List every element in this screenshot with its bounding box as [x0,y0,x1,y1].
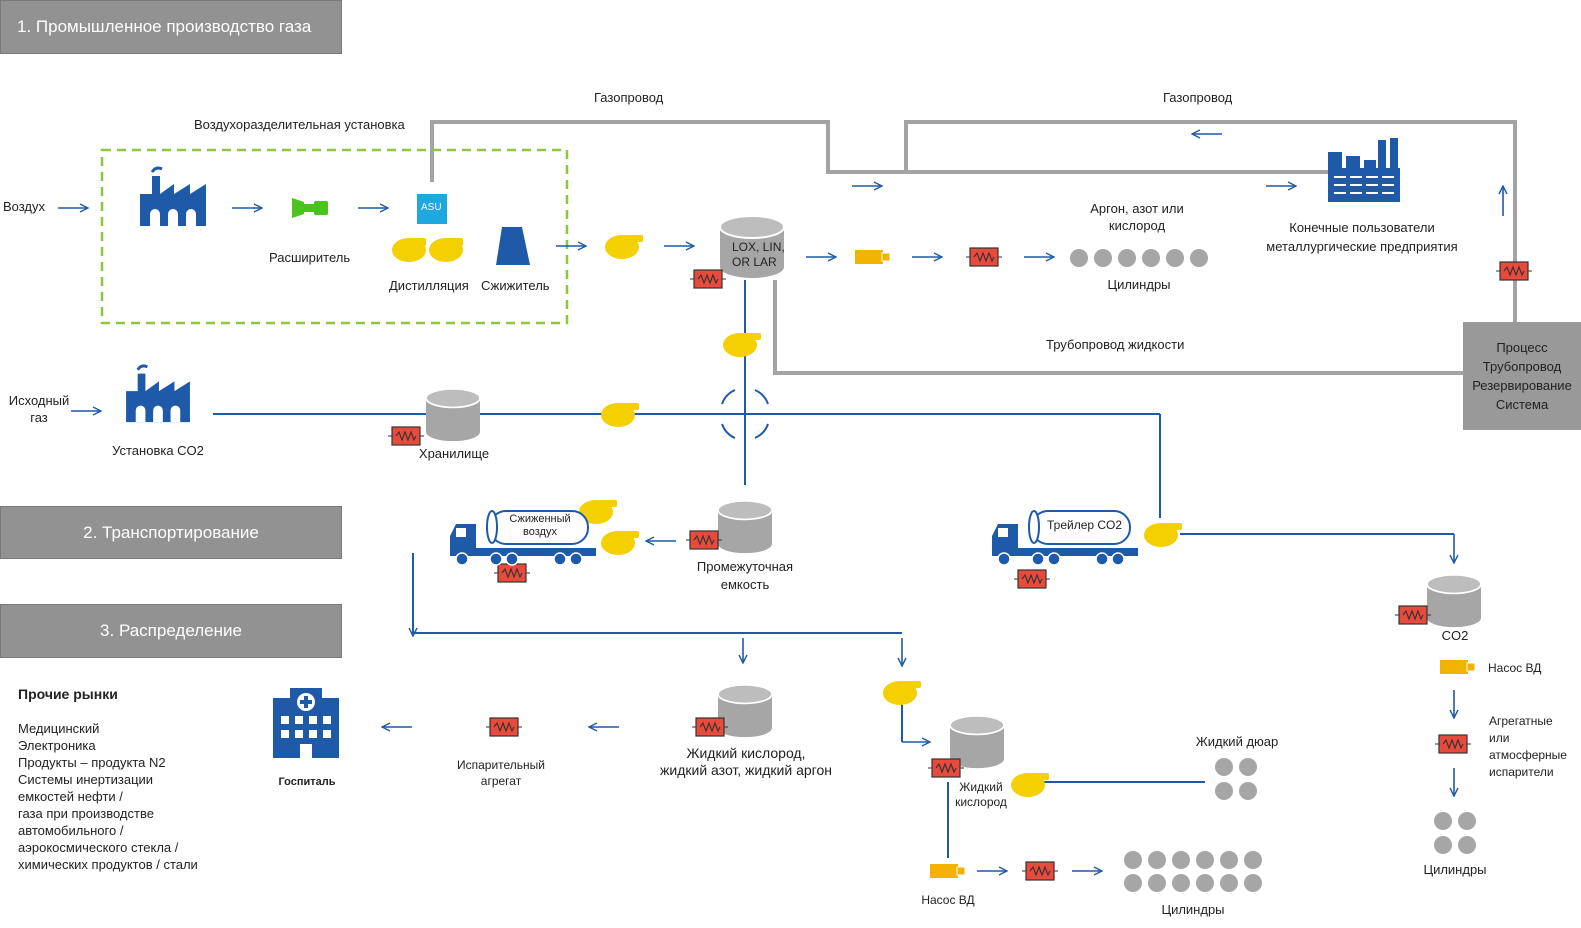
heat-exchanger-icon [690,269,726,289]
hp-pump-icon [1440,659,1476,675]
heat-exchanger-icon [1014,569,1050,589]
distillation-label: Дистилляция [389,278,469,293]
pump-icon [1011,773,1049,797]
heat-exchanger-icon [486,717,522,737]
pump-icon [601,403,639,427]
cylinders-top-label: Цилиндры [1107,277,1171,292]
heat-exchanger-icon [494,563,530,583]
gas-pipeline-gray [430,120,1517,375]
expander-icon [292,198,328,218]
gas-pipeline-label: Газопровод [1163,90,1233,105]
section-header-distribution: 3. Распределение [0,604,342,658]
hospital-icon [273,688,339,758]
pump-icon [883,681,921,705]
section-title: 2. Транспортирование [83,522,259,542]
cylinders-dewar-icon [1215,758,1257,800]
liquid-dewar-label: Жидкий дюар [1195,734,1279,749]
hospital-label: Госпиталь [278,776,336,788]
source-gas-label: Исходный газ [8,393,70,425]
air-factory-icon [138,166,208,228]
intermediate-tank-icon [717,500,773,554]
liquid-pipeline-label: Трубопровод жидкости [1046,337,1185,352]
liquefier-icon [496,227,530,265]
liquid-products-label: Жидкий кислород, жидкий азот, жидкий арг… [660,745,832,778]
heat-exchanger-icon [966,247,1002,267]
cylinders-bottom-icon [1124,851,1262,892]
air-label: Воздух [3,199,46,214]
expander-label: Расширитель [269,250,351,265]
cylinders-top-icon [1070,249,1208,267]
lox-tank-label: LOX, LIN, OR LAR [732,240,785,269]
liquid-oxygen-label: Жидкий кислород [955,780,1007,809]
hp-pump-label: Насос ВД [1488,661,1542,675]
section-header-production: 1. Промышленное производство газа [0,0,342,54]
other-markets-title: Прочие рынки [18,686,118,702]
argon-gases-label: Аргон, азот или кислород [1090,201,1184,233]
heat-exchanger-icon [1496,261,1532,281]
storage-label: Хранилище [418,446,490,461]
section-title: 1. Промышленное производство газа [17,17,312,36]
heat-exchanger-icon [692,717,728,737]
co2-tank-label: CO2 [1441,628,1469,643]
heat-exchanger-icon [388,426,424,446]
asu-unit-icon [417,194,447,224]
gas-pipeline-label: Газопровод [594,90,664,105]
section-header-transport: 2. Транспортирование [0,506,342,559]
evaporator-unit-label: Испарительный агрегат [456,758,546,788]
cylinders-right-label: Цилиндры [1423,862,1487,877]
hp-pump-label: Насос ВД [921,893,975,907]
cylinders-bottom-label: Цилиндры [1161,902,1225,917]
liquid-pipeline-blue [213,280,1454,858]
flow-arrows [58,134,1503,871]
co2-trailer-label: Трейлер CO2 [1047,518,1123,532]
co2-plant-label: Установка CO2 [112,443,204,458]
asu-unit-label: ASU [421,202,442,213]
co2-tank-icon [1426,574,1482,628]
co2-factory-icon [124,364,192,424]
pump-icon [605,235,643,259]
end-users-label: Конечные пользователи металлургические п… [1266,220,1458,254]
markets-list: Медицинский Электроника Продукты – проду… [18,721,198,872]
asu-title-label: Воздухоразделительная установка [194,117,405,132]
pump-icon [1144,523,1182,547]
heat-exchanger-icon [1395,605,1431,625]
crossing-marker [721,389,769,439]
heat-exchanger-icon [1022,861,1058,881]
heat-exchanger-icon [686,530,722,550]
heat-exchanger-icon [1435,734,1471,754]
hp-pump-icon [930,863,966,879]
process-pipeline-backup-box: Процесс Трубопровод Резервирование Систе… [1463,322,1581,430]
process-box-label: Процесс Трубопровод Резервирование Систе… [1472,340,1572,412]
pump-icon [601,531,639,555]
section-title: 3. Распределение [100,621,242,640]
distillation-icon [392,238,463,262]
intermediate-tank-label: Промежуточная емкость [696,559,794,592]
liquid-products-tank-icon [717,684,773,738]
heat-exchanger-icon [928,758,964,778]
hp-pump-icon [855,249,891,265]
vaporizers-label: Агрегатные или атмосферные испарители [1489,714,1567,779]
metallurgical-plant-icon [1328,138,1400,202]
asu-boundary [100,148,569,325]
storage-tank-icon [425,388,481,442]
liquefied-air-label: Сжиженный воздух [509,513,571,538]
cylinders-right-icon [1434,812,1476,854]
pump-icon [723,333,761,357]
liquefier-label: Сжижитель [481,278,550,293]
